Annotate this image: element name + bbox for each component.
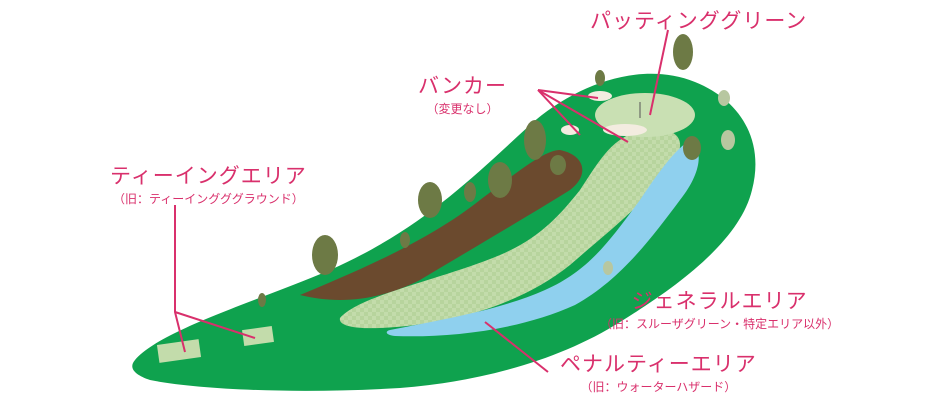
penalty-area-water: [386, 140, 699, 337]
dirt-area: [300, 150, 583, 300]
bunker-title: バンカー: [418, 74, 508, 98]
teeing-area-label: ティーイングエリア （旧：ティーイングググラウンド）: [110, 160, 307, 207]
bunker-3: [561, 125, 579, 135]
tee-box-1: [156, 339, 202, 363]
leader-lines: [174, 29, 669, 373]
putting-green-label: パッティンググリーン: [590, 9, 808, 33]
general-area-subtitle: （旧：スルーザグリーン・特定エリア以外）: [600, 317, 840, 331]
bunker-2: [588, 91, 612, 101]
bunker-subtitle: （変更なし）: [426, 102, 499, 116]
penalty-area-title: ペナルティーエリア: [560, 352, 757, 376]
teeing-area-subtitle: （旧：ティーイングググラウンド）: [112, 192, 304, 206]
trees: [258, 34, 735, 307]
bunker-label: バンカー （変更なし）: [418, 70, 507, 117]
penalty-area-subtitle: （旧：ウォーターハザード）: [580, 380, 737, 394]
penalty-area-label: ペナルティーエリア （旧：ウォーターハザード）: [560, 348, 757, 395]
fairway: [339, 128, 681, 329]
general-area-title: ジェネラルエリア: [631, 289, 808, 313]
tee-box-2: [242, 325, 274, 347]
teeing-area-title: ティーイングエリア: [110, 164, 307, 188]
general-area-label: ジェネラルエリア （旧：スルーザグリーン・特定エリア以外）: [600, 285, 839, 332]
bunker-1: [603, 124, 647, 136]
